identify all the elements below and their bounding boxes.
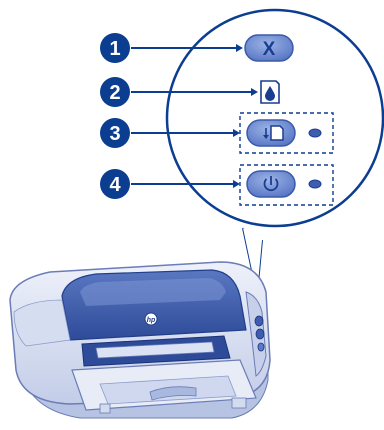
resume-status-light <box>309 129 321 137</box>
callout-number: 1 <box>109 38 120 60</box>
printer-side-button <box>256 329 264 339</box>
power-status-light <box>309 180 321 188</box>
printer-illustration: hp <box>10 262 270 418</box>
cancel-button-label: X <box>263 39 276 60</box>
printer-side-button <box>255 316 263 326</box>
printer-side-button <box>258 343 264 351</box>
resume-icon <box>263 126 283 140</box>
ink-cartridge-icon <box>261 81 279 103</box>
callout-number: 2 <box>109 82 120 104</box>
callout-number: 3 <box>109 123 120 145</box>
hp-logo-text: hp <box>147 317 156 324</box>
callout-number: 4 <box>109 174 121 196</box>
